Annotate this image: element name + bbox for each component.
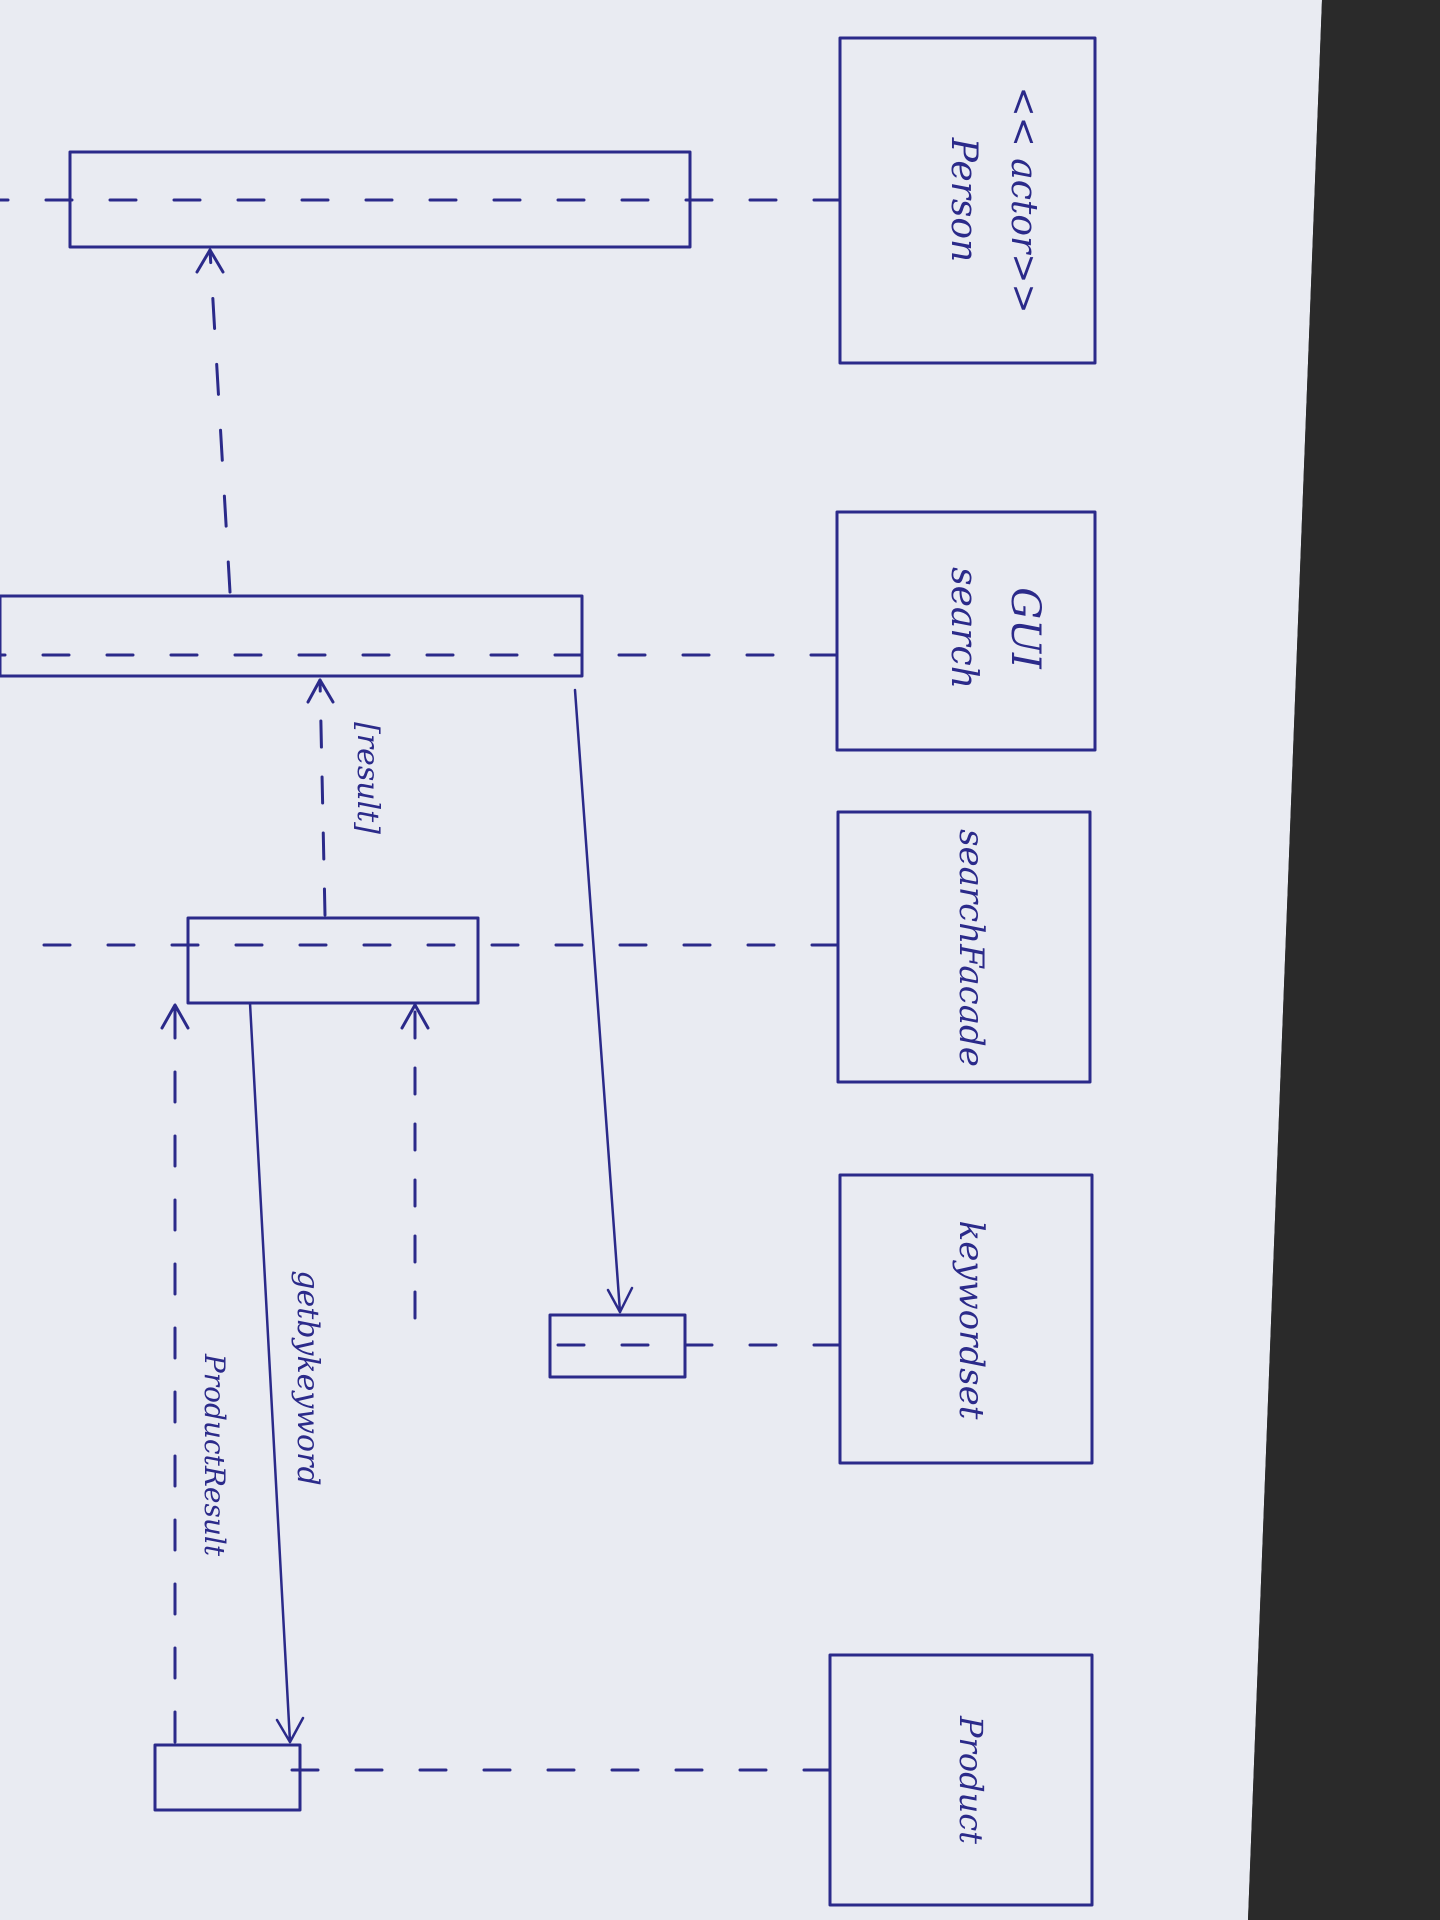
message-facade-to-gui: [result] (306, 678, 385, 917)
activation-keywordset (548, 1313, 687, 1379)
activation-facade (186, 916, 480, 1005)
participant-label: keywordset (951, 1221, 991, 1420)
arrowhead (195, 248, 225, 274)
activation-gui (0, 594, 584, 678)
participant-facade: searchFacade (836, 810, 1092, 1084)
arrowhead (606, 1286, 634, 1314)
message-label: getbykeyword (290, 1270, 325, 1485)
message-gui-to-keywordset (573, 688, 634, 1314)
message-keywordset-to-facade (400, 1003, 430, 1320)
message-facade-to-product: getbykeyword (248, 1001, 325, 1744)
desk-edge (1248, 0, 1440, 1920)
arrowhead (160, 1003, 190, 1030)
participant-label: Product (952, 1715, 990, 1844)
participant-label: searchFacade (951, 829, 991, 1067)
participant-stereotype: << actor>> (1003, 86, 1044, 313)
sequence-diagram: << actor>> Person GUI search searchFacad… (0, 36, 1097, 1907)
activation-person (68, 150, 692, 249)
paper-sheet (0, 0, 1322, 1920)
participant-box (836, 810, 1092, 1084)
participant-label: Person (943, 137, 984, 262)
participant-label: search (943, 567, 984, 689)
participant-box (828, 1653, 1094, 1907)
participant-gui: GUI search (835, 510, 1097, 752)
message-line (573, 688, 622, 1314)
message-label: [result] (350, 722, 385, 834)
participant-keywordset: keywordset (838, 1173, 1094, 1465)
arrowhead (275, 1716, 305, 1744)
participant-product: Product (828, 1653, 1094, 1907)
arrowhead (306, 678, 335, 704)
message-product-to-facade: ProductResult (160, 1003, 231, 1744)
message-line (248, 1001, 292, 1744)
arrowhead (400, 1003, 430, 1030)
message-gui-to-person (195, 248, 232, 594)
message-label: ProductResult (198, 1353, 231, 1557)
participant-stereotype: GUI (1002, 587, 1048, 670)
message-line (208, 248, 232, 594)
participant-box (838, 1173, 1094, 1465)
message-line (318, 678, 327, 917)
participant-box (835, 510, 1097, 752)
activation-product (153, 1743, 302, 1812)
